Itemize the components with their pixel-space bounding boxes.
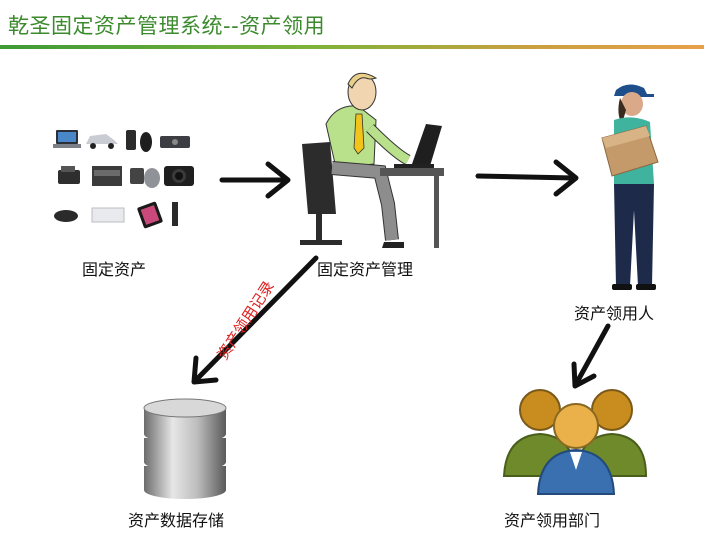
fixed-assets-image [48,118,214,238]
arrow-management-to-recipient [475,173,577,181]
user-group-icon [502,389,648,495]
title-divider [0,45,704,49]
node-label-asset-management: 固定资产管理 [317,260,414,279]
node-label-fixed-assets: 固定资产 [82,260,147,279]
asset-manager-illustration [300,72,444,248]
arrow-recipient-to-department [573,323,611,387]
asset-recipient-illustration [601,84,659,290]
node-label-asset-recipient: 资产领用人 [574,304,655,323]
node-label-asset-storage: 资产数据存储 [128,511,225,530]
arrow-management-to-storage [193,255,319,383]
page-title: 乾圣固定资产管理系统--资产领用 [8,14,326,38]
database-icon [143,398,227,499]
node-label-recipient-department: 资产领用部门 [504,511,601,530]
